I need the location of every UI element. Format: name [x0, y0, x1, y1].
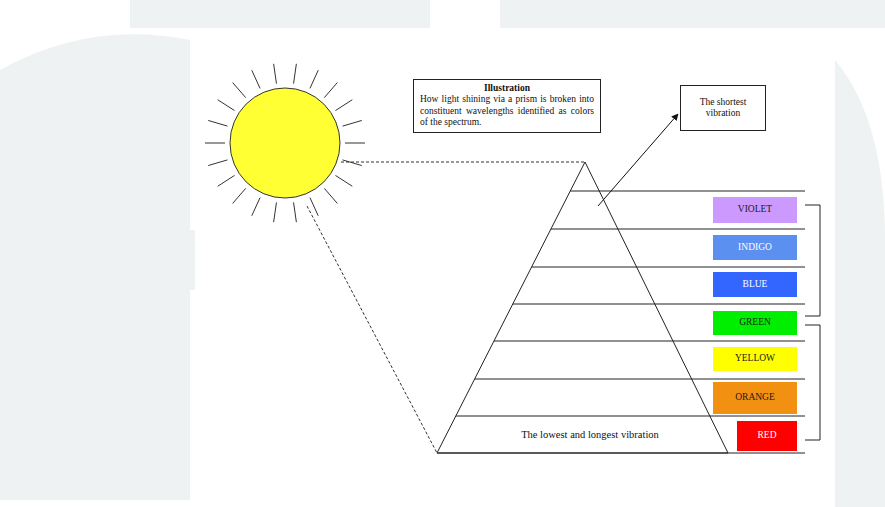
color-name: GREEN	[739, 317, 771, 328]
band-line	[456, 416, 805, 417]
callout-text: The shortest vibration	[685, 97, 761, 120]
color-box: YELLOW	[713, 347, 797, 371]
prism	[437, 162, 805, 453]
diagram-ground	[195, 28, 835, 500]
band-label: The lowest and longest vibration	[470, 429, 710, 440]
band-line	[570, 191, 805, 192]
bracket	[805, 205, 820, 440]
band-line	[494, 341, 805, 342]
sun-ray	[205, 143, 225, 144]
sun-ray	[208, 120, 227, 126]
band-line	[437, 453, 805, 454]
color-name: VIOLET	[738, 204, 772, 215]
band-line	[513, 304, 805, 305]
sun-ray	[274, 64, 277, 84]
color-box: VIOLET	[713, 197, 797, 223]
color-box: INDIGO	[713, 235, 797, 260]
callout-box: The shortest vibration	[680, 85, 766, 131]
sun-ray	[218, 175, 235, 186]
sun-ray	[335, 175, 352, 186]
heading: Illustration	[420, 83, 594, 94]
color-box: ORANGE	[713, 382, 797, 414]
band-line	[532, 267, 805, 268]
sun-ray	[324, 188, 337, 203]
color-name: BLUE	[743, 279, 768, 290]
sun-ray	[252, 198, 260, 216]
sun-ray	[343, 160, 362, 166]
note-text: How light shining via a prism is broken …	[420, 94, 594, 128]
sun-ray	[294, 64, 297, 84]
sun-ray	[233, 83, 246, 98]
color-box: GREEN	[713, 311, 797, 335]
band-line	[551, 229, 805, 230]
title-box: IllustrationHow light shining via a pris…	[413, 79, 601, 133]
sun-ray	[274, 202, 277, 222]
sun-ray	[310, 70, 318, 88]
sun-ray	[218, 100, 235, 111]
light-ray	[341, 162, 585, 163]
sun-ray	[208, 160, 227, 166]
color-box: BLUE	[713, 272, 797, 297]
color-name: ORANGE	[735, 392, 775, 403]
color-name: INDIGO	[738, 242, 772, 253]
sun-ray	[324, 83, 337, 98]
light-ray	[307, 206, 437, 453]
color-box: RED	[737, 421, 797, 451]
sun-ray	[252, 70, 260, 88]
sun-ray	[345, 143, 365, 144]
sun-ray	[310, 198, 318, 216]
sun-ray	[294, 202, 297, 222]
sun-ray	[343, 120, 362, 126]
color-name: YELLOW	[735, 353, 775, 364]
leader-arrow	[598, 114, 678, 206]
sun-ray	[335, 100, 352, 111]
band-line	[475, 379, 805, 380]
sun	[205, 64, 365, 222]
sun-ray	[233, 188, 246, 203]
color-name: RED	[758, 430, 777, 441]
